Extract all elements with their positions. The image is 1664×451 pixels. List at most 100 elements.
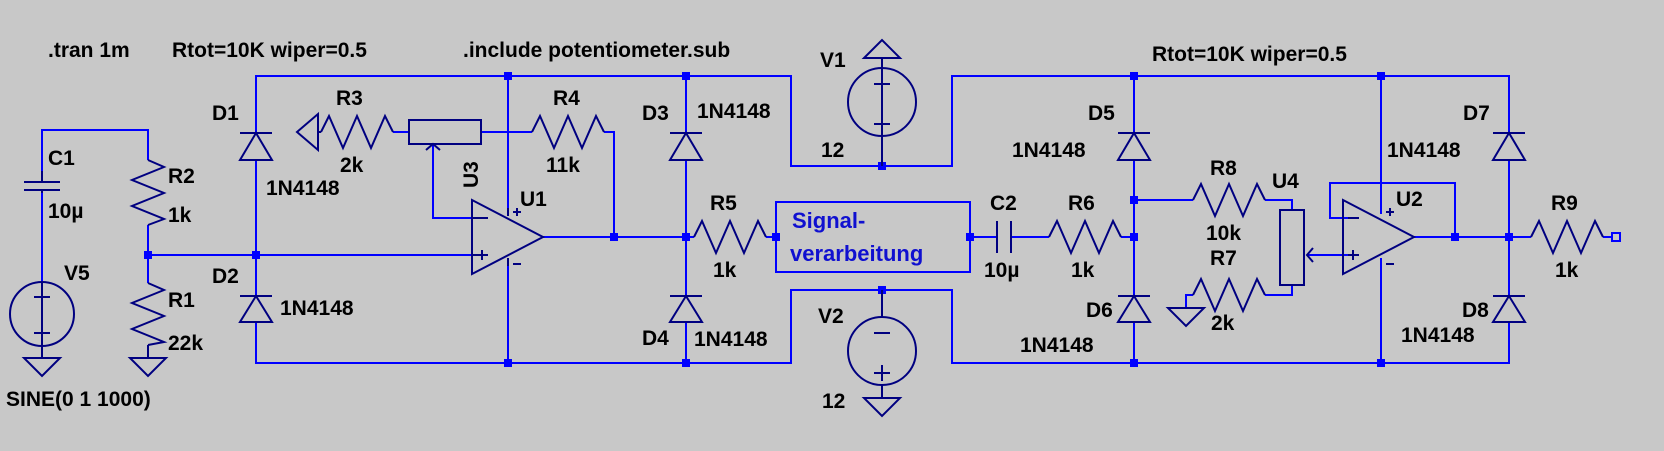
u4-name: U4 xyxy=(1272,170,1299,193)
r7-name: R7 xyxy=(1210,247,1237,270)
c2-value: 10µ xyxy=(984,259,1019,282)
wire-right-bottom-rail xyxy=(1134,322,1510,364)
d3-value: 1N4148 xyxy=(697,100,771,123)
r3-value: 2k xyxy=(340,154,364,177)
junction-dot xyxy=(682,72,690,80)
resistor-r7 xyxy=(1192,276,1266,314)
wire-r7-pot xyxy=(1265,285,1293,296)
r4-name: R4 xyxy=(553,87,580,110)
r8-value: 10k xyxy=(1206,222,1241,245)
u3-name: U3 xyxy=(460,161,483,188)
d7-value: 1N4148 xyxy=(1387,139,1461,162)
junction-dot xyxy=(610,233,618,241)
potentiometer-u3 xyxy=(408,119,482,151)
resistor-r2 xyxy=(129,159,167,226)
diode-d7 xyxy=(1491,131,1527,161)
ground-icon xyxy=(861,385,903,418)
junction-dot xyxy=(682,233,690,241)
d5-name: D5 xyxy=(1088,102,1115,125)
junction-dot xyxy=(252,251,260,259)
junction-dot xyxy=(1377,359,1385,367)
potentiometer-u4 xyxy=(1279,209,1314,286)
voltage-source-v5 xyxy=(9,281,75,347)
r3-name: R3 xyxy=(336,87,363,110)
ground-icon xyxy=(295,111,321,153)
d2-value: 1N4148 xyxy=(280,297,354,320)
d2-name: D2 xyxy=(212,265,239,288)
c2-name: C2 xyxy=(990,192,1017,215)
junction-dot xyxy=(1377,72,1385,80)
junction-dot xyxy=(1451,233,1459,241)
opamp-u1 xyxy=(471,198,546,276)
r2-name: R2 xyxy=(168,165,195,188)
v1-name: V1 xyxy=(820,49,846,72)
resistor-r4 xyxy=(531,113,605,151)
d8-name: D8 xyxy=(1462,299,1489,322)
junction-dot xyxy=(1130,359,1138,367)
ground-icon xyxy=(21,346,63,378)
junction-dot xyxy=(1130,196,1138,204)
r7-value: 2k xyxy=(1211,312,1235,335)
diode-d1 xyxy=(238,131,274,161)
wire-right-top-rail xyxy=(1134,75,1510,133)
diode-d5 xyxy=(1116,131,1152,161)
pot-params-right: Rtot=10K wiper=0.5 xyxy=(1152,43,1347,66)
r4-value: 11k xyxy=(546,154,580,177)
d4-name: D4 xyxy=(642,327,669,350)
r9-name: R9 xyxy=(1551,192,1578,215)
ground-icon xyxy=(861,38,903,68)
v5-value: SINE(0 1 1000) xyxy=(6,388,151,411)
voltage-source-v2 xyxy=(847,290,917,386)
resistor-r6 xyxy=(1048,218,1122,256)
r6-name: R6 xyxy=(1068,192,1095,215)
r1-name: R1 xyxy=(168,289,195,312)
pot-params-left: Rtot=10K wiper=0.5 xyxy=(172,39,367,62)
r2-value: 1k xyxy=(168,204,192,227)
block-label-line2: verarbeitung xyxy=(790,241,923,266)
c1-value: 10µ xyxy=(48,200,83,223)
wire-r8-pot xyxy=(1265,199,1293,210)
resistor-r8 xyxy=(1192,181,1266,219)
capacitor-c1 xyxy=(24,171,60,193)
r1-value: 22k xyxy=(168,332,203,355)
r5-value: 1k xyxy=(713,259,737,282)
wire-r4-out xyxy=(604,131,615,237)
u1-name: U1 xyxy=(520,188,547,211)
wire-pot-wiper xyxy=(432,144,480,219)
junction-dot xyxy=(504,359,512,367)
capacitor-c2 xyxy=(996,221,1012,253)
wire-u2-feedback xyxy=(1329,182,1456,237)
junction-dot xyxy=(504,72,512,80)
directive-tran: .tran 1m xyxy=(48,39,130,62)
d8-value: 1N4148 xyxy=(1401,324,1475,347)
junction-dot xyxy=(1130,72,1138,80)
diode-d3 xyxy=(668,131,704,161)
ground-icon xyxy=(1165,307,1207,328)
diode-d6 xyxy=(1116,294,1152,323)
wire-r7-gnd xyxy=(1185,294,1193,308)
r6-value: 1k xyxy=(1071,259,1095,282)
d5-value: 1N4148 xyxy=(1012,139,1086,162)
v2-value: 12 xyxy=(822,390,845,413)
c1-name: C1 xyxy=(48,147,75,170)
v1-value: 12 xyxy=(821,139,844,162)
v2-name: V2 xyxy=(818,305,844,328)
wire-v1-up xyxy=(882,75,1134,167)
d6-name: D6 xyxy=(1086,299,1113,322)
voltage-source-v1 xyxy=(847,67,917,166)
directive-include: .include potentiometer.sub xyxy=(463,39,730,62)
junction-dot xyxy=(1505,233,1513,241)
diode-d2 xyxy=(238,294,274,323)
junctions xyxy=(144,72,1621,367)
wire-left-bottom-rail xyxy=(255,289,882,364)
resistor-r5 xyxy=(693,218,767,256)
wire-v2-right xyxy=(882,289,1134,364)
wire-c1-top xyxy=(41,129,149,171)
opamp-u2 xyxy=(1342,198,1417,276)
junction-dot xyxy=(144,251,152,259)
block-label-line1: Signal- xyxy=(792,208,865,233)
r5-name: R5 xyxy=(710,192,737,215)
d7-name: D7 xyxy=(1463,102,1490,125)
d4-value: 1N4148 xyxy=(694,328,768,351)
